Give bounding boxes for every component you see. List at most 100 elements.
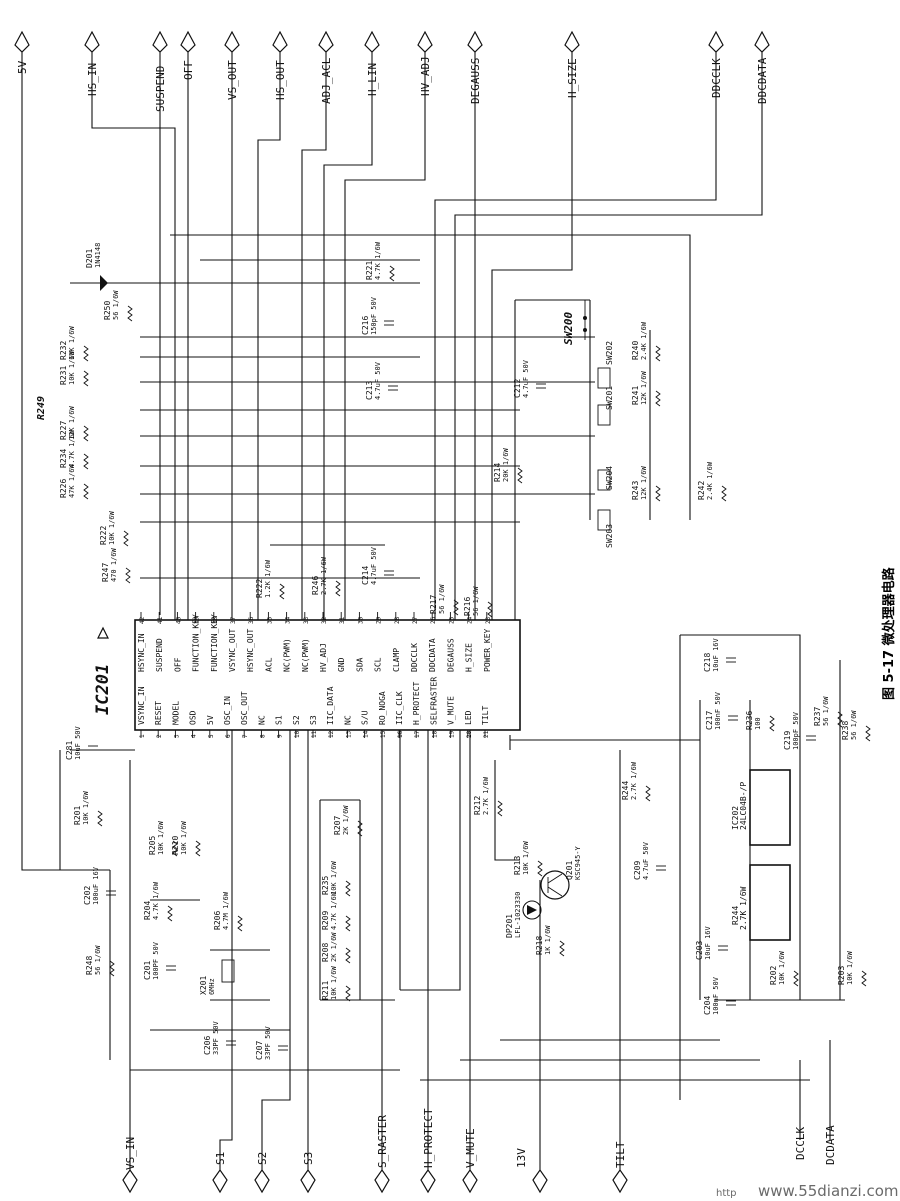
svg-text:470 1/6W: 470 1/6W <box>110 547 118 582</box>
svg-text:10K 1/6W: 10K 1/6W <box>330 860 338 895</box>
svg-text:C281: C281 <box>65 741 74 760</box>
svg-text:42: 42 <box>139 616 146 624</box>
ic201-pin-1: VSYNC_IN1 <box>137 686 146 738</box>
svg-text:CLAMP: CLAMP <box>392 648 401 672</box>
svg-text:1.2K 1/6W: 1.2K 1/6W <box>264 559 272 598</box>
ic201-pin-8: NC8 <box>257 715 266 738</box>
svg-text:35: 35 <box>266 616 273 624</box>
svg-text:C206: C206 <box>203 1036 212 1055</box>
port-arrow-h-protect <box>420 1168 436 1194</box>
svg-text:S/U: S/U <box>361 710 370 725</box>
svg-text:25: 25 <box>448 616 455 624</box>
ic201-pin-19: V_MUTE 19 <box>447 696 456 738</box>
svg-text:R208: R208 <box>321 943 330 962</box>
svg-text:FUNCTION_KEY: FUNCTION_KEY <box>192 614 201 672</box>
svg-text:LFL-1023330: LFL-1023330 <box>514 892 522 938</box>
svg-text:19: 19 <box>449 730 456 738</box>
svg-text:2K 1/6W: 2K 1/6W <box>342 805 350 835</box>
svg-text:2.7K 1/6W: 2.7K 1/6W <box>482 776 490 815</box>
port-arrow-v-mute <box>462 1168 478 1194</box>
svg-text:SELFRASTER: SELFRASTER <box>429 677 438 725</box>
d201-diode <box>100 275 108 291</box>
svg-text:C212: C212 <box>513 379 522 398</box>
svg-text:R212: R212 <box>473 796 482 815</box>
svg-text:SCL: SCL <box>374 657 383 672</box>
dp201-led <box>522 900 542 920</box>
svg-text:ACL: ACL <box>264 657 273 672</box>
svg-text:FUNCTION_KEY: FUNCTION_KEY <box>210 614 219 672</box>
warning-triangle-icon <box>97 626 109 639</box>
svg-text:24: 24 <box>467 616 474 624</box>
svg-text:C219: C219 <box>783 731 792 750</box>
port-arrow-hv-adj <box>417 30 433 53</box>
sw200-symbol: SW200 <box>562 300 587 345</box>
svg-text:R222: R222 <box>99 526 108 545</box>
port-label-off: OFF <box>182 60 195 80</box>
svg-text:2.7K 1/6W: 2.7K 1/6W <box>630 761 638 800</box>
port-label-5v: 5V <box>16 60 29 74</box>
svg-text:SUSPEND: SUSPEND <box>155 638 164 672</box>
port-label-adj-acl: ADJ_ACL <box>320 57 333 104</box>
svg-text:20K 1/6W: 20K 1/6W <box>502 447 510 482</box>
ic201-name: IC201 <box>93 664 113 715</box>
svg-text:47K 1/6W: 47K 1/6W <box>68 463 76 498</box>
svg-text:10K 1/6W: 10K 1/6W <box>778 950 786 985</box>
svg-text:4.7K 1/6W: 4.7K 1/6W <box>152 881 160 920</box>
port-label-dcclk: DCCLK <box>794 1127 807 1160</box>
svg-text:C214: C214 <box>361 566 370 585</box>
svg-text:OSC_IN: OSC_IN <box>223 696 232 725</box>
svg-text:9: 9 <box>277 734 284 738</box>
svg-text:6: 6 <box>225 734 232 738</box>
port-label-s3: S3 <box>302 1152 315 1165</box>
svg-text:56 1/6W: 56 1/6W <box>472 586 480 616</box>
svg-text:NC(PWM): NC(PWM) <box>283 638 292 672</box>
svg-text:R217: R217 <box>429 595 438 614</box>
svg-text:8: 8 <box>259 734 266 738</box>
svg-text:S3: S3 <box>309 715 318 725</box>
svg-text:V_MUTE: V_MUTE <box>447 696 456 725</box>
ic201-pin-34: NC(PWM)34 <box>283 612 292 672</box>
svg-text:100nF 50V: 100nF 50V <box>714 691 722 730</box>
eeprom-chips: IC202 24LC04B-/P R244 2.7K 1/6W <box>731 769 791 941</box>
svg-text:R202: R202 <box>769 966 778 985</box>
svg-text:Q201: Q201 <box>565 861 574 880</box>
port-label-h-size: H_SIZE <box>566 58 579 98</box>
bottom-ports: VS_IN S1 S2 S3 S_RASTER H_PROTECT V_MUTE… <box>122 1108 837 1194</box>
ic201-pin-5: 5V5 <box>206 715 215 738</box>
svg-text:C213: C213 <box>365 381 374 400</box>
svg-text:18: 18 <box>431 730 438 738</box>
svg-text:2.4K 1/6W: 2.4K 1/6W <box>706 461 714 500</box>
svg-text:4.7uF 50V: 4.7uF 50V <box>374 361 382 400</box>
svg-text:R232: R232 <box>59 341 68 360</box>
